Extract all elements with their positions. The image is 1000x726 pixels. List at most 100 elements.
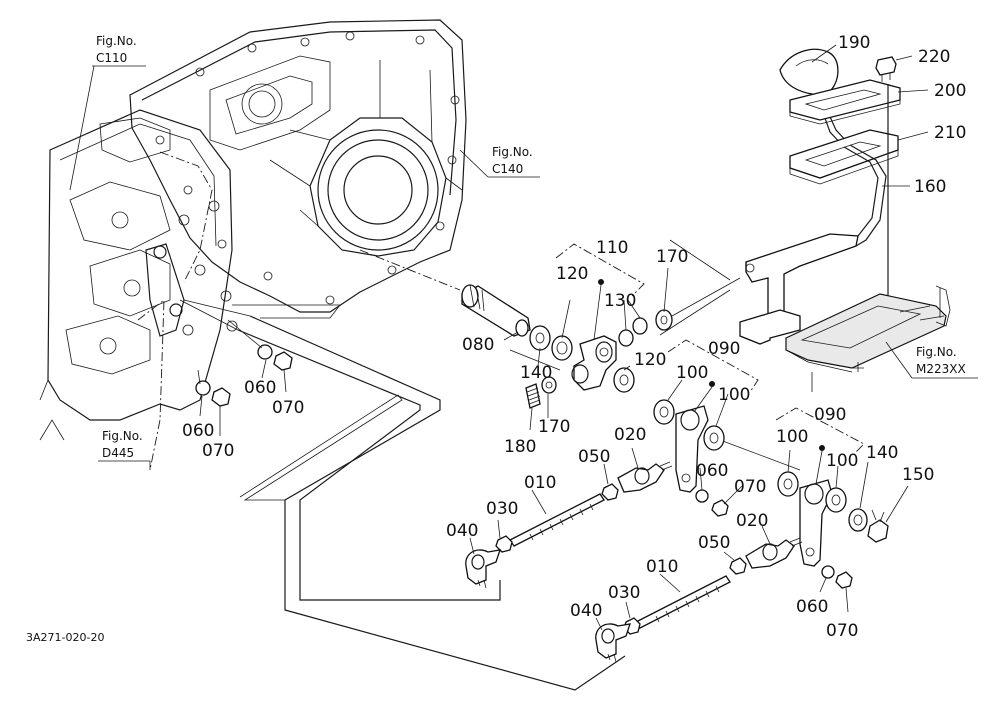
callout-120-upper: 120 [556,264,588,284]
callout-020-upper: 020 [614,425,646,445]
part-callouts: 190 220 200 210 160 110 170 120 130 080 … [182,33,966,641]
callout-100-a: 100 [676,363,708,383]
callout-010-upper: 010 [524,473,556,493]
callout-110: 110 [596,238,628,258]
washer-170a [655,309,673,331]
shift-path-lines [232,239,801,691]
nut-070a [273,351,293,371]
fig-ref-c140-label: Fig.No. [492,145,533,159]
callout-030-upper: 030 [486,499,518,519]
callout-030-lower: 030 [608,583,640,603]
callout-210: 210 [934,123,966,143]
lever-guide-plate-lower [789,129,899,179]
callout-090-lower: 090 [814,405,846,425]
bushing-100a [653,399,675,425]
fig-ref-d445-label: Fig.No. [102,429,143,443]
bushing-100c [777,471,799,497]
callout-060-left-b: 060 [182,421,214,441]
spring-180 [525,383,541,409]
callout-040-lower: 040 [570,601,602,621]
rod-assembly-upper [465,461,673,589]
fig-ref-c110-code: C110 [96,51,127,65]
bushing-100b [703,425,725,451]
shift-shaft [461,285,531,337]
link-arm-upper [653,381,729,517]
callout-180: 180 [504,437,536,457]
callout-050-lower: 050 [698,533,730,553]
bushing-120b [613,367,635,393]
rod-assembly-lower [595,537,803,663]
callout-060-left-a: 060 [244,378,276,398]
callout-220: 220 [918,47,950,67]
nut-050a [601,483,619,501]
lever-base-plate [785,293,947,369]
fig-ref-m223xx-code: M223XX [916,362,966,376]
callout-170-lower: 170 [538,417,570,437]
callout-020-lower: 020 [736,511,768,531]
callout-140-lower: 140 [866,443,898,463]
shift-arm [573,335,617,391]
rod-010a [509,493,605,547]
washer-060b [195,380,211,396]
bushing-100d [825,487,847,513]
callout-160: 160 [914,177,946,197]
nut-070b [211,387,231,407]
fig-ref-c140: Fig.No. C140 [459,145,540,178]
fig-ref-m223xx: Fig.No. M223XX [885,341,978,379]
lever-foot [739,309,801,345]
washer-140b [848,508,868,532]
washer-060d [821,565,835,579]
assembly-brackets [137,151,865,471]
shift-lever-assembly [739,48,951,392]
fig-ref-c110-label: Fig.No. [96,34,137,48]
pin-130a [618,329,634,347]
ball-joint-020b [745,539,795,569]
washer-060a [257,344,273,360]
shift-knob [779,48,839,97]
drawing-code: 3A271-020-20 [26,631,104,644]
callout-150: 150 [902,465,934,485]
nut-050b [729,557,747,575]
transmission-housing [39,19,467,441]
callout-130: 130 [604,291,636,311]
fig-ref-c140-code: C140 [492,162,523,176]
callout-140-upper: 140 [520,363,552,383]
callout-200: 200 [934,81,966,101]
washer-170b [541,376,557,394]
callout-070-lower: 070 [826,621,858,641]
pin-130b [632,317,648,335]
shift-lever [745,233,859,319]
bolt-150 [867,519,889,543]
washer-060c [695,489,709,503]
callout-070-left-a: 070 [272,398,304,418]
callout-100-d: 100 [826,451,858,471]
left-fasteners [195,319,293,407]
link-arm-lower [777,445,889,589]
callout-080: 080 [462,335,494,355]
callout-060-lower: 060 [796,597,828,617]
fig-ref-d445-code: D445 [102,446,134,460]
callout-100-c: 100 [776,427,808,447]
nut-030a [495,535,513,553]
fig-ref-d445: Fig.No. D445 [98,429,151,470]
nut-070d [835,571,853,589]
bolt-220 [875,56,897,76]
washer-140 [529,325,551,351]
fig-ref-m223xx-label: Fig.No. [916,345,957,359]
callout-100-b: 100 [718,385,750,405]
callout-120-lower: 120 [634,350,666,370]
callout-040-upper: 040 [446,521,478,541]
callout-050-upper: 050 [578,447,610,467]
bushing-120 [551,335,573,361]
callout-010-lower: 010 [646,557,678,577]
callout-090-upper: 090 [708,339,740,359]
shift-shaft-assembly [461,277,741,409]
leader-lines [199,44,929,631]
callout-060-mid: 060 [696,461,728,481]
callout-170-upper: 170 [656,247,688,267]
rod-010b [635,575,731,629]
callout-070-mid: 070 [734,477,766,497]
callout-190: 190 [838,33,870,53]
fig-ref-c110: Fig.No. C110 [69,34,146,191]
